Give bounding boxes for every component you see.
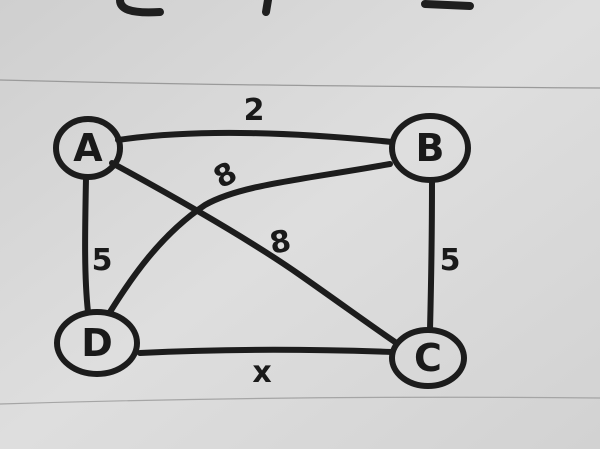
- node-circle-a: [53, 116, 123, 180]
- edges-group: [82, 129, 435, 356]
- edge-b-c: [427, 177, 435, 333]
- ruled-line-top: [0, 79, 600, 89]
- node-label-a: A: [73, 126, 103, 170]
- node-a: A: [53, 116, 123, 180]
- edge-weight-a-b: 2: [244, 93, 265, 128]
- cropped-marks-top: [116, 0, 474, 17]
- node-c: C: [389, 327, 467, 389]
- node-circle-b: [389, 113, 471, 183]
- node-label-c: C: [414, 336, 442, 380]
- ruled-line-bottom: [0, 396, 600, 405]
- edge-b-d: [107, 161, 393, 315]
- edge-a-d: [82, 175, 91, 315]
- node-label-d: D: [81, 321, 113, 365]
- node-circle-d: [54, 309, 140, 377]
- nodes-group: A B C D: [53, 113, 471, 389]
- node-b: B: [389, 113, 471, 183]
- node-d: D: [54, 309, 140, 377]
- edge-weight-a-d: 5: [92, 243, 113, 278]
- node-label-b: B: [416, 126, 445, 170]
- node-circle-c: [389, 327, 467, 389]
- edge-weight-b-c: 5: [440, 243, 461, 278]
- edge-a-b: [115, 129, 395, 145]
- edge-weight-d-c: x: [252, 355, 271, 390]
- edge-d-c: [137, 346, 395, 356]
- edge-a-c: [109, 160, 398, 345]
